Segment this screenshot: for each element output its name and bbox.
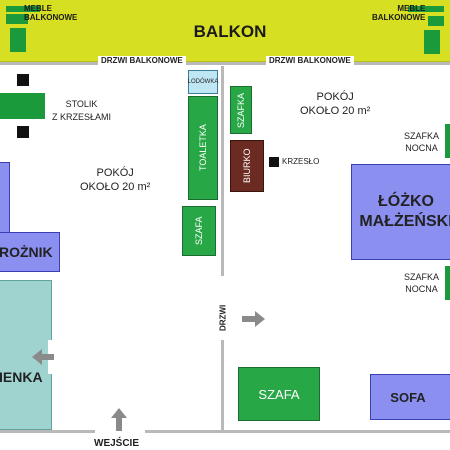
sofa: SOFA [370, 374, 450, 420]
nightstand-top-label: SZAFKA NOCNA [404, 131, 440, 153]
right-cabinet: SZAFKA [230, 86, 252, 134]
left-room-label: POKÓJ OKOŁO 20 m² [80, 167, 151, 193]
nightstand-bottom-label: SZAFKA NOCNA [404, 272, 440, 294]
bathroom-label: IENKA [0, 369, 43, 385]
bottom-wall-right [145, 430, 450, 433]
right-wardrobe: SZAFA [238, 367, 320, 421]
table-label: STOLIK Z KRZESŁAMI [52, 99, 112, 122]
double-bed-label: ŁÓŻKO MAŁŻEŃSKI [359, 193, 450, 230]
bottom-wall-left [0, 430, 95, 433]
bathroom-arrow-shape [32, 349, 54, 365]
balcony-furniture-right-block [424, 30, 440, 54]
balcony-furniture-left-bar [6, 6, 40, 12]
inner-door-label: DRZWI [218, 304, 228, 332]
bathroom-arrow [32, 349, 54, 365]
desk: BIURKO [230, 140, 264, 192]
balcony-furniture-left-block [10, 28, 26, 52]
balcony-door-left-label: DRZWI BALKONOWE [98, 56, 186, 65]
double-bed: ŁÓŻKO MAŁŻEŃSKI [351, 164, 450, 260]
entrance-arrow [111, 408, 127, 431]
left-cabinet-strip [0, 162, 10, 234]
fridge-label: LODÓWKA [187, 79, 219, 85]
central-wall-bottom [221, 340, 224, 430]
balcony-furniture-right-bar [408, 6, 444, 12]
right-wardrobe-label: SZAFA [258, 386, 300, 402]
desk-chair [269, 157, 279, 167]
balcony-door-right-label: DRZWI BALKONOWE [266, 56, 354, 65]
table [0, 93, 45, 119]
left-cabinet-label: ROŻNIK [0, 244, 53, 260]
dresser: TOALETKA [188, 96, 218, 200]
chair-bottom [17, 126, 29, 138]
inner-door: DRZWI [216, 298, 230, 338]
right-room-label: POKÓJ OKOŁO 20 m² [300, 91, 371, 117]
left-wardrobe: SZAFA [182, 206, 216, 256]
left-wardrobe-label: SZAFA [194, 216, 204, 246]
nightstand-top [445, 124, 450, 158]
balcony-furniture-right-label: MEBLE BALKONOWE [372, 4, 426, 22]
central-wall-top [221, 66, 224, 276]
balcony-wall [0, 62, 450, 65]
left-cabinet: ROŻNIK [0, 232, 60, 272]
balcony-title: BALKON [193, 22, 267, 41]
desk-label: BIURKO [242, 148, 252, 184]
balcony-furniture-left-label: MEBLE BALKONOWE [24, 4, 78, 22]
entrance-label: WEJŚCIE [94, 438, 140, 449]
chair-top [17, 74, 29, 86]
balcony-area [0, 0, 450, 62]
inner-door-arrow-shape [242, 311, 265, 327]
dresser-label: TOALETKA [198, 124, 208, 172]
balcony-furniture-right-chair [428, 16, 444, 26]
inner-door-arrow [242, 311, 265, 327]
right-cabinet-label: SZAFKA [236, 92, 246, 128]
desk-chair-label: KRZESŁO [282, 157, 320, 166]
balcony-furniture-left-chair [6, 14, 28, 24]
sofa-label: SOFA [390, 389, 426, 405]
fridge: LODÓWKA [188, 70, 218, 94]
nightstand-bottom [445, 266, 450, 300]
entrance-arrow-shape [111, 408, 127, 431]
